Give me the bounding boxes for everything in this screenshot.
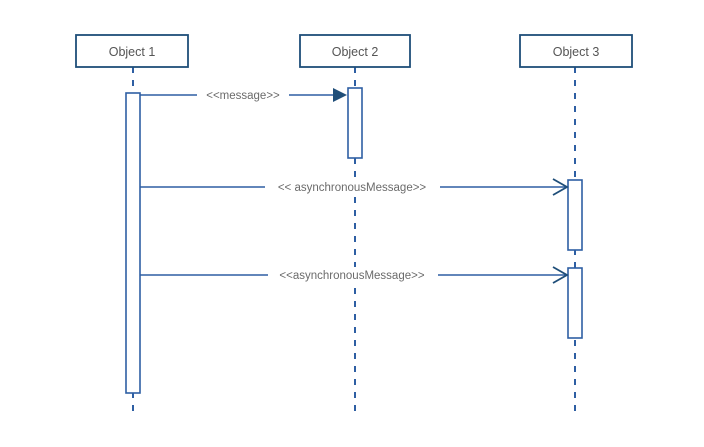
activation-bar-object3-1[interactable] bbox=[567, 179, 583, 251]
lifeline-box-label-object1: Object 1 bbox=[109, 45, 156, 59]
lifeline-group-object3[interactable]: Object 3 bbox=[519, 34, 633, 415]
lifeline-box-label-object3: Object 3 bbox=[553, 45, 600, 59]
activation-bar-object3-2[interactable] bbox=[567, 267, 583, 339]
message-label-backdrop-3 bbox=[268, 267, 438, 284]
message-label-2: << asynchronousMessage>> bbox=[278, 182, 427, 194]
lifeline-box-object2[interactable] bbox=[299, 34, 411, 68]
message-label-backdrop-2 bbox=[265, 179, 440, 196]
message-arrow-2[interactable]: << asynchronousMessage>> bbox=[140, 178, 569, 196]
lifeline-box-object3[interactable] bbox=[519, 34, 633, 68]
message-label-3: <<asynchronousMessage>> bbox=[279, 270, 424, 282]
message-label-1: <<message>> bbox=[206, 90, 280, 102]
message-label-backdrop-1 bbox=[197, 87, 289, 104]
lifeline-box-label-object2: Object 2 bbox=[332, 45, 379, 59]
message-arrow-1[interactable]: <<message>> bbox=[140, 87, 347, 104]
message-arrow-3[interactable]: <<asynchronousMessage>> bbox=[140, 266, 569, 284]
lifeline-group-object2[interactable]: Object 2 bbox=[299, 34, 411, 415]
open-line-arrowhead-icon-2 bbox=[552, 178, 569, 196]
lifeline-box-object1[interactable] bbox=[75, 34, 189, 68]
open-line-arrowhead-icon-3 bbox=[552, 266, 569, 284]
activation-bar-object2-1[interactable] bbox=[347, 87, 363, 159]
filled-triangle-arrowhead-icon-1 bbox=[333, 88, 347, 102]
activation-bar-object1-1[interactable] bbox=[125, 92, 141, 394]
lifeline-group-object1[interactable]: Object 1 bbox=[75, 34, 189, 415]
